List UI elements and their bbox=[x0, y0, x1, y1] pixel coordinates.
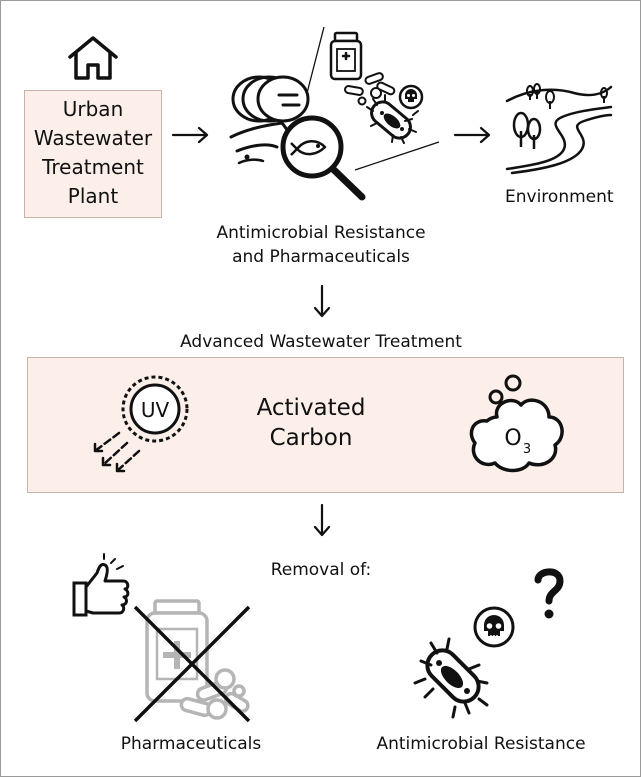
uv-label: UV bbox=[141, 398, 170, 422]
activated-carbon-line-1: Activated bbox=[256, 395, 366, 421]
skull-icon bbox=[473, 606, 515, 648]
ozone-label: O bbox=[504, 426, 521, 451]
magnifier-icon bbox=[280, 115, 366, 201]
arrow-right-icon bbox=[453, 126, 491, 144]
pills-icon bbox=[343, 72, 396, 106]
ozone-icon: O 3 bbox=[469, 374, 564, 473]
advanced-treatment-label: Advanced Wastewater Treatment bbox=[180, 332, 462, 352]
thumbs-up-icon bbox=[72, 553, 130, 617]
arrow-right-icon bbox=[171, 126, 209, 144]
activated-carbon-line-2: Carbon bbox=[269, 425, 353, 451]
amr-label: Antimicrobial Resistance bbox=[376, 734, 586, 754]
plant-line-3: Treatment bbox=[42, 155, 144, 179]
uv-icon: UV bbox=[93, 375, 189, 473]
medicine-bottle-icon bbox=[329, 31, 363, 81]
question-mark-icon bbox=[534, 568, 564, 619]
removal-label: Removal of: bbox=[270, 560, 372, 580]
plant-line-4: Plant bbox=[67, 184, 119, 208]
bacteria-icon bbox=[366, 94, 419, 144]
crossed-medicine-icon bbox=[133, 599, 251, 723]
landscape-icon bbox=[505, 83, 613, 175]
treatment-plant-box bbox=[24, 90, 162, 218]
amr-pharma-cluster bbox=[229, 26, 440, 201]
house-icon bbox=[68, 36, 118, 80]
arrow-down-icon bbox=[313, 284, 331, 318]
pharmaceuticals-label: Pharmaceuticals bbox=[120, 734, 262, 754]
plant-line-1: Urban bbox=[62, 97, 124, 121]
plant-line-2: Wastewater bbox=[33, 126, 153, 150]
environment-label: Environment bbox=[505, 187, 614, 207]
arrow-down-icon bbox=[313, 503, 331, 537]
ozone-subscript: 3 bbox=[523, 442, 531, 457]
skull-icon bbox=[398, 84, 424, 110]
amr-pharma-line-2: and Pharmaceuticals bbox=[232, 247, 410, 267]
bacteria-icon bbox=[413, 637, 489, 719]
amr-pharma-line-1: Antimicrobial Resistance bbox=[216, 223, 426, 243]
